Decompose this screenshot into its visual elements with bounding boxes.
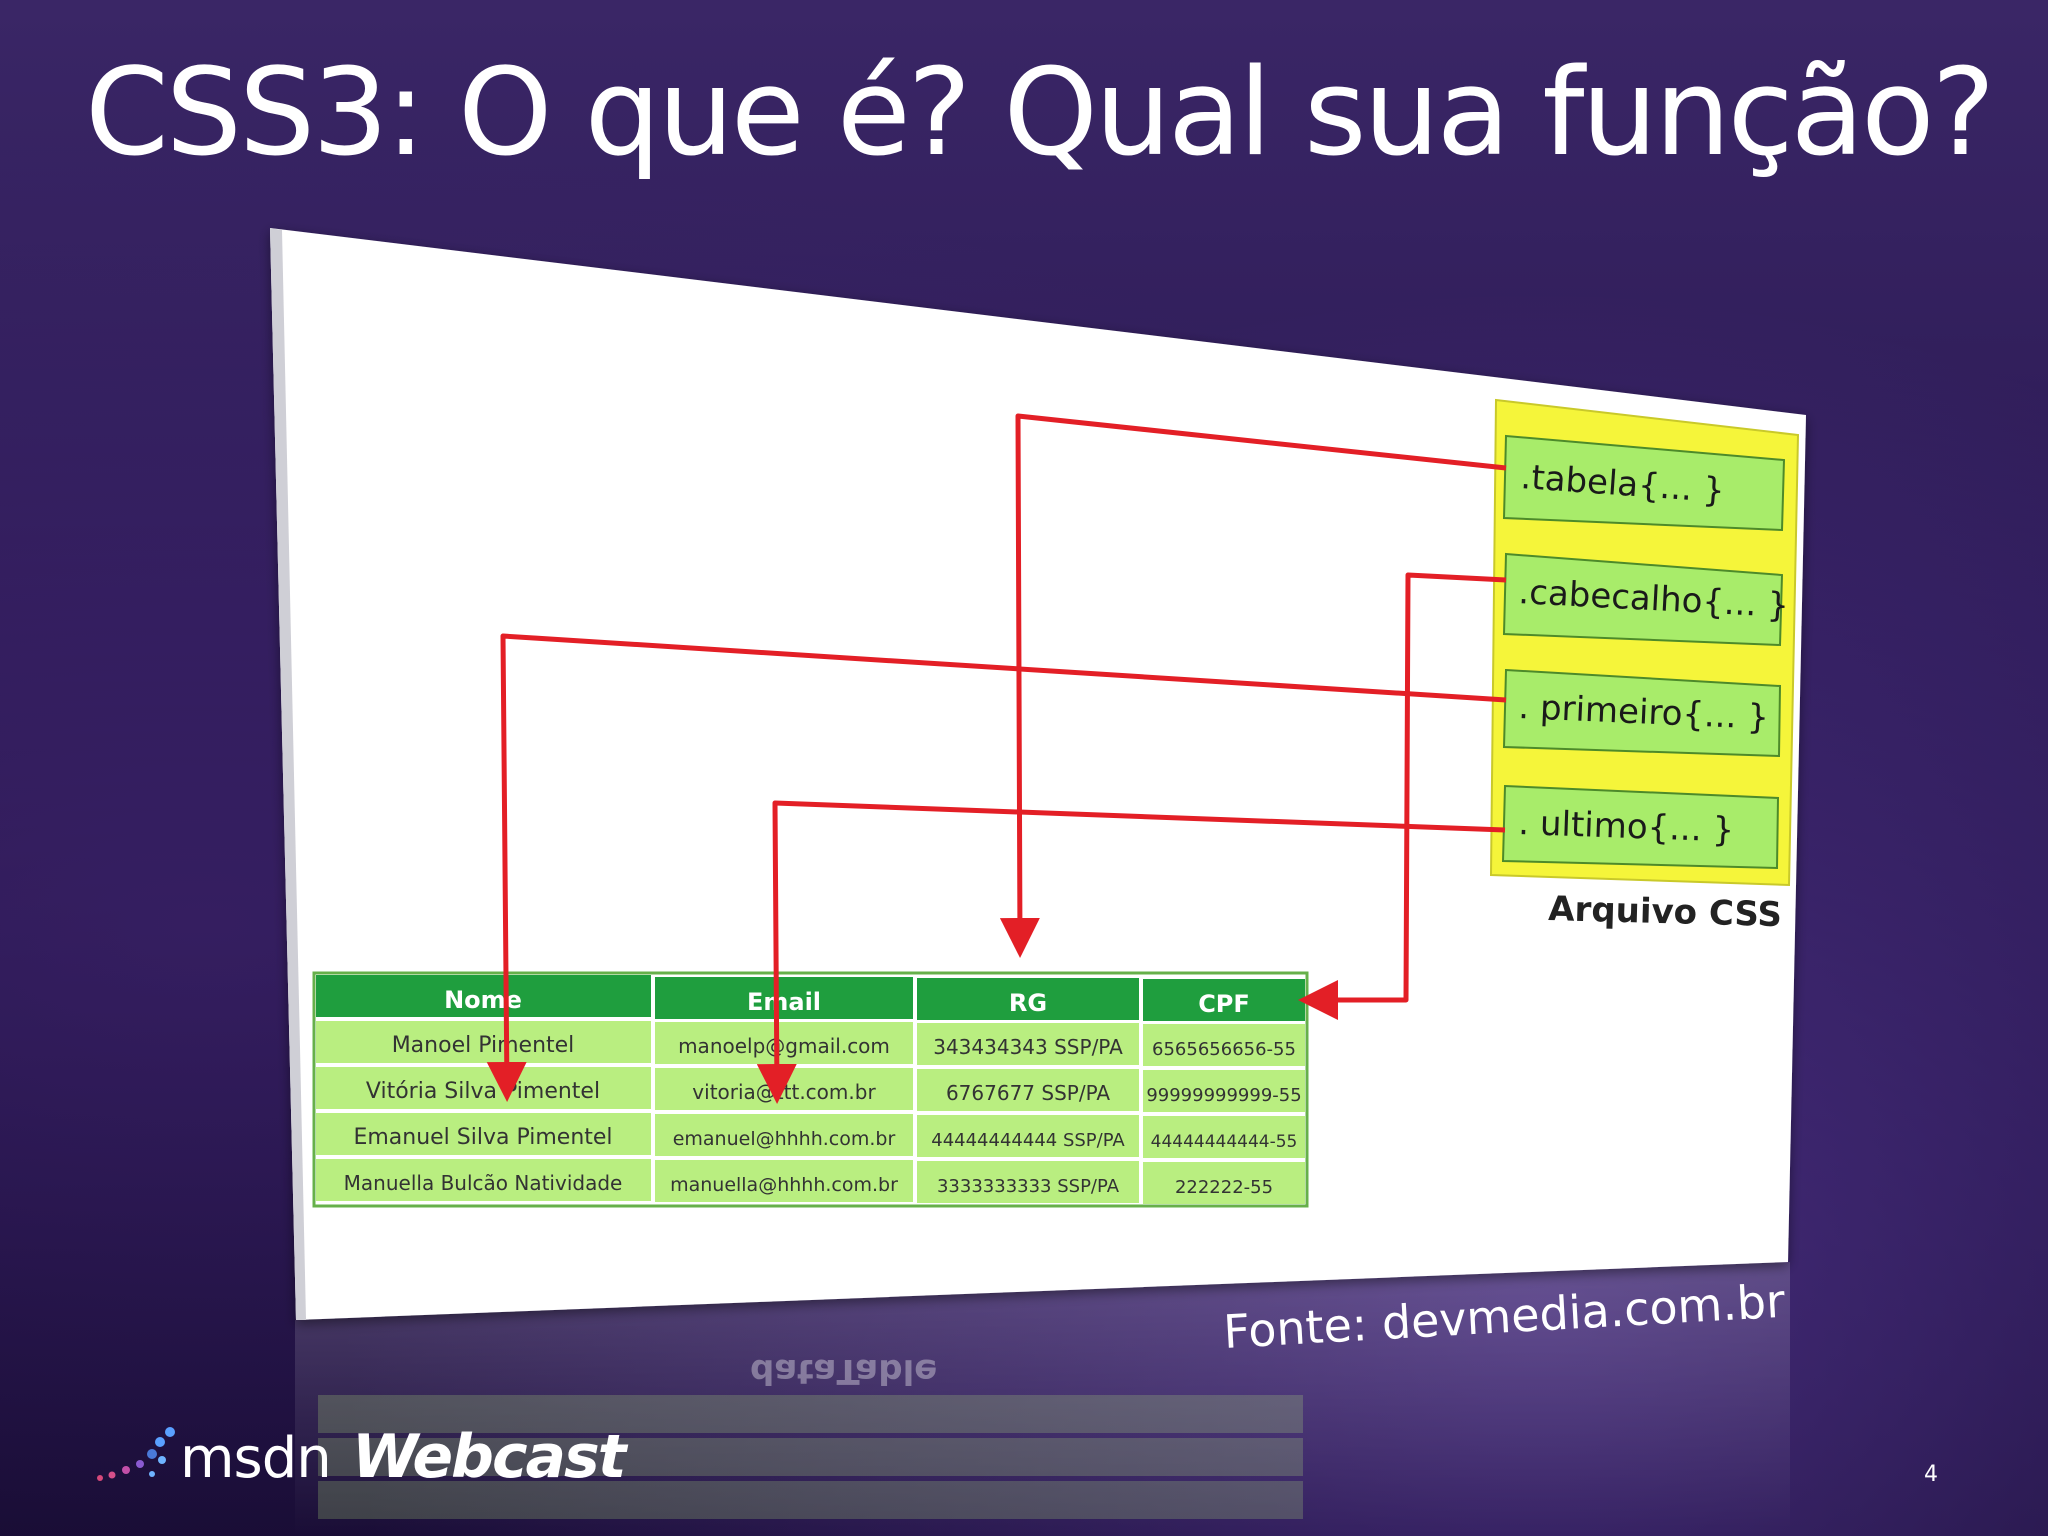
card-reflection	[295, 1262, 1790, 1536]
connector-arrows	[486, 413, 1507, 1104]
table-cell: 3333333333 SSP/PA	[937, 1176, 1120, 1197]
selector-label: . ultimo{... }	[1518, 803, 1735, 851]
table-header-row: Nome Email RG CPF	[316, 975, 1305, 1021]
arrow-cabecalho	[1298, 572, 1507, 1020]
data-table: Nome Email RG CPF Manoel Pimentel manoel…	[312, 971, 1309, 1208]
table-cell: 44444444444-55	[1151, 1132, 1298, 1152]
selector-cabecalho[interactable]: .cabecalho{... }	[1502, 552, 1790, 647]
table-cell: Vitória Silva Pimentel	[366, 1079, 600, 1104]
table-cell: 6565656656-55	[1152, 1039, 1296, 1060]
logo-product: Webcast	[352, 1422, 626, 1492]
table-cell: Emanuel Silva Pimentel	[353, 1125, 612, 1150]
css-file-label: Arquivo CSS	[1548, 889, 1783, 935]
table-row: Vitória Silva Pimentel vitoria@ttt.com.b…	[316, 1067, 1305, 1112]
header-cpf: CPF	[1198, 990, 1250, 1018]
table-cell: Manuella Bulcão Natividade	[344, 1171, 623, 1195]
arrow-ultimo	[756, 800, 1506, 1104]
page-number: 4	[1924, 1462, 1938, 1487]
logo-brand: msdn	[180, 1426, 332, 1491]
table-cell: manuella@hhhh.com.br	[670, 1174, 898, 1196]
table-cell: manoelp@gmail.com	[678, 1034, 890, 1058]
table-cell: 222222-55	[1175, 1177, 1273, 1198]
table-cell: Manoel Pimentel	[392, 1033, 575, 1058]
selector-ultimo[interactable]: . ultimo{... }	[1501, 784, 1780, 870]
header-nome: Nome	[444, 986, 522, 1014]
table-cell: 99999999999-55	[1146, 1085, 1301, 1106]
reflection-text: dataTable	[750, 1351, 937, 1391]
table-cell: emanuel@hhhh.com.br	[673, 1128, 896, 1150]
table-reflection	[318, 1395, 1303, 1519]
table-row: Emanuel Silva Pimentel emanuel@hhhh.com.…	[316, 1113, 1305, 1158]
msdn-webcast-logo: msdn Webcast	[90, 1420, 626, 1500]
diagram-card	[270, 228, 1806, 1320]
header-rg: RG	[1009, 989, 1047, 1017]
table-cell: 6767677 SSP/PA	[946, 1081, 1110, 1105]
card-edge	[270, 228, 306, 1320]
table-border	[312, 971, 1309, 1208]
table-cell: 44444444444 SSP/PA	[931, 1130, 1125, 1151]
header-email: Email	[747, 988, 821, 1016]
selector-tabela[interactable]: .tabela{... }	[1502, 434, 1786, 532]
table-cell: 343434343 SSP/PA	[933, 1035, 1123, 1059]
selector-primeiro[interactable]: . primeiro{... }	[1502, 668, 1782, 758]
arrow-primeiro	[486, 633, 1507, 1102]
table-row: Manoel Pimentel manoelp@gmail.com 343434…	[316, 1021, 1305, 1066]
slide-title: CSS3: O que é? Qual sua função?	[85, 44, 1995, 183]
msdn-logo-icon	[97, 1427, 175, 1481]
arrow-tabela	[999, 413, 1507, 958]
table-cell: vitoria@ttt.com.br	[692, 1080, 876, 1104]
table-row: Manuella Bulcão Natividade manuella@hhhh…	[316, 1159, 1305, 1204]
